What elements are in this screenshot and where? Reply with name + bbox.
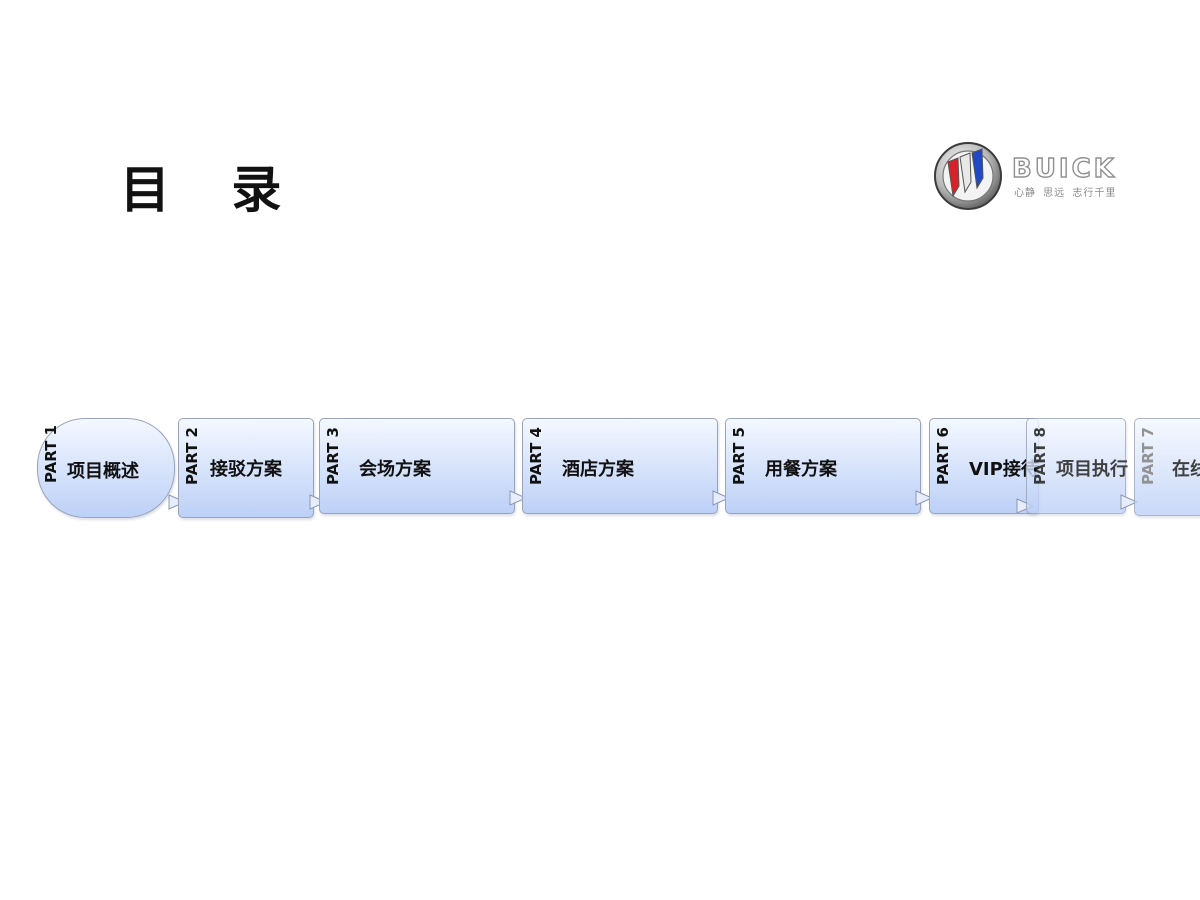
step-4[interactable]: PART 4 酒店方案 — [522, 418, 718, 514]
step-part-label: PART 2 — [183, 427, 201, 485]
step-5[interactable]: PART 5 用餐方案 — [725, 418, 921, 514]
step-1[interactable]: PART 1 项目概述 — [37, 418, 175, 518]
step-title: 项目执行 — [1056, 459, 1128, 480]
step-title: 会场方案 — [359, 459, 431, 480]
step-6[interactable]: PART 6 VIP接待 — [929, 418, 1039, 514]
step-title: 用餐方案 — [765, 459, 837, 480]
page-title: 目 录 — [120, 161, 304, 219]
buick-logo: BUICK 心静 思远 志行千里 — [932, 140, 1154, 212]
step-part-label: PART 5 — [730, 427, 748, 485]
arrow-right-icon — [168, 494, 186, 510]
arrow-right-icon — [1120, 494, 1138, 510]
step-part-label: PART 7 — [1139, 427, 1157, 485]
buick-shield-icon — [934, 142, 1002, 210]
step-part-label: PART 8 — [1031, 427, 1049, 485]
arrow-right-icon — [309, 494, 327, 510]
arrow-right-icon — [915, 490, 933, 506]
arrow-right-icon — [712, 490, 730, 506]
arrow-right-icon — [1016, 498, 1034, 514]
step-title: 项目概述 — [67, 461, 139, 482]
step-part-label: PART 6 — [934, 427, 952, 485]
step-title: 接驳方案 — [210, 459, 282, 480]
step-part-label: PART 1 — [42, 425, 60, 483]
step-3[interactable]: PART 3 会场方案 — [319, 418, 515, 514]
step-title: VIP接待 — [969, 459, 1039, 480]
step-title: 在线 — [1172, 459, 1200, 480]
step-2[interactable]: PART 2 接驳方案 — [178, 418, 314, 518]
step-part-label: PART 4 — [527, 427, 545, 485]
step-8[interactable]: PART 8 项目执行 — [1026, 418, 1128, 514]
logo-wordmark: BUICK — [1011, 153, 1117, 184]
logo-tagline: 心静 思远 志行千里 — [1014, 188, 1117, 199]
step-part-label: PART 3 — [324, 427, 342, 485]
step-title: 酒店方案 — [562, 459, 634, 480]
step-7[interactable]: PART 7 在线 — [1134, 418, 1200, 516]
arrow-right-icon — [509, 490, 527, 506]
